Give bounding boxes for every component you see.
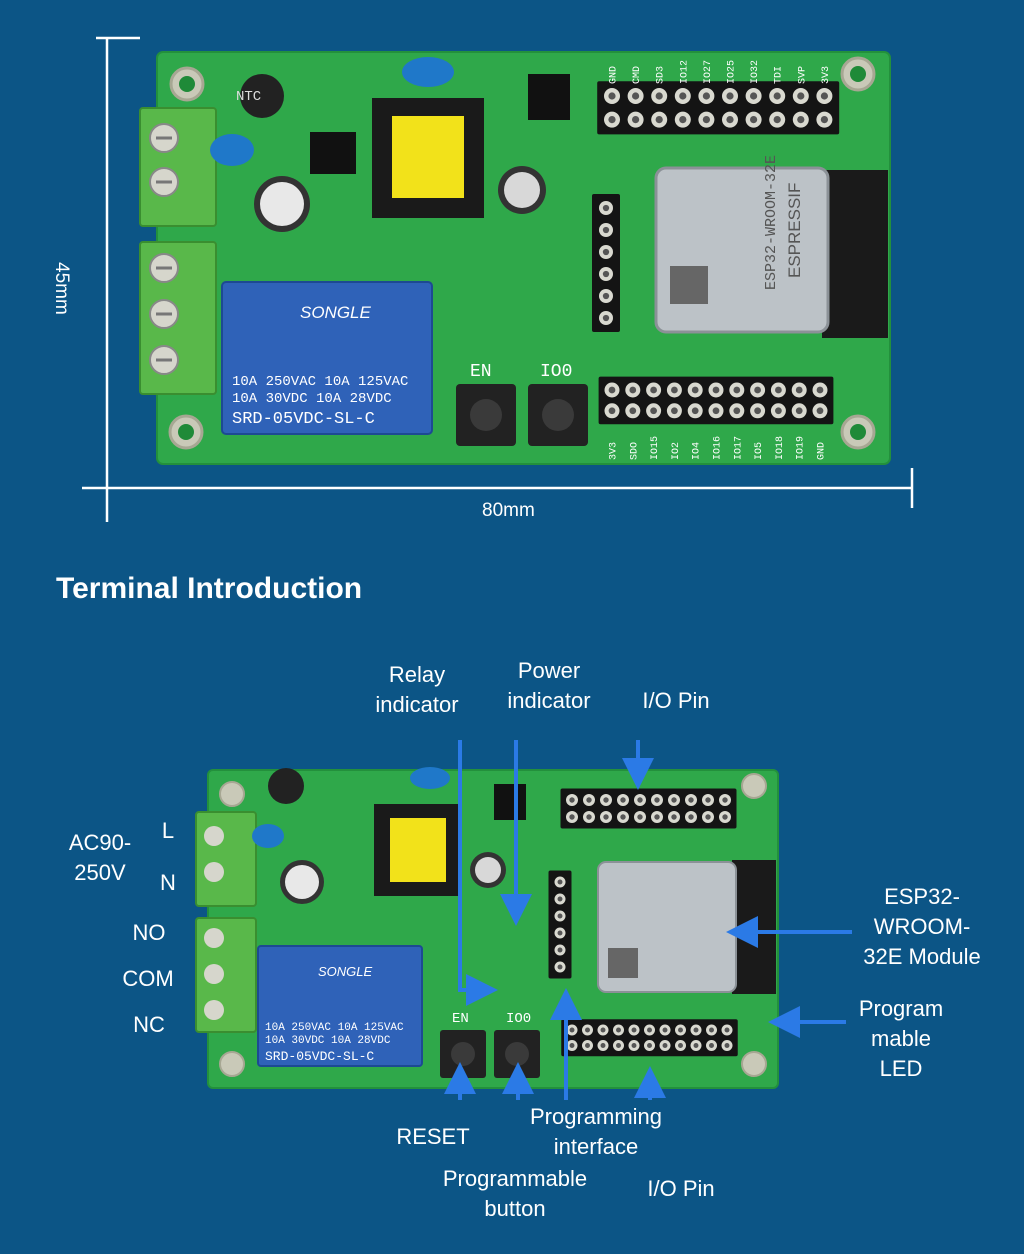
arrow-relay-indicator [458, 740, 498, 1006]
relay-spec-2: 10A 30VDC 10A 28VDC [232, 391, 392, 407]
relay-brand-text-bottom: SONGLE [318, 964, 373, 979]
header-bottom-pins: 3V3 SDO IO15 IO2 IO4 IO16 IO17 IO5 IO18 IO19 GND [598, 376, 834, 460]
relay-model: SRD-05VDC-SL-C [232, 410, 375, 429]
top-pin-sd3: SD3 [656, 66, 667, 84]
dimension-diagram: NTC SONGLE 10A 250VAC 10A 125VAC 10A 30V… [82, 36, 914, 522]
bottom-pin-io2: IO2 [671, 442, 682, 460]
header-top-pins: GND CMD SD3 IO12 IO27 IO25 IO32 TDI SVP 3V3 [597, 60, 840, 135]
top-pin-tdi: TDI [774, 66, 785, 84]
top-pin-cmd: CMD [632, 66, 643, 84]
relay-brand-text: SONGLE [300, 303, 372, 322]
btn-io0-label: IO0 [540, 362, 572, 382]
label-io-pin-top: I/O Pin [642, 688, 710, 713]
label-no: NO [132, 920, 166, 945]
relay-model-bottom: SRD-05VDC-SL-C [265, 1049, 374, 1064]
label-com: COM [122, 966, 174, 991]
section-title: Terminal Introduction [56, 572, 363, 605]
label-relay-indicator: Relay indicator [375, 662, 459, 717]
header-program-pins [592, 194, 620, 332]
bottom-pin-io16: IO16 [713, 436, 724, 460]
module-brand-text: ESPRESSIF [785, 183, 804, 278]
annotated-board: SONGLE 10A 250VAC 10A 125VAC 10A 30VDC 1… [195, 740, 852, 1100]
ntc-label: NTC [236, 89, 261, 105]
label-io-pin-bottom: I/O Pin [647, 1176, 715, 1201]
btn-en-label-bottom: EN [452, 1011, 469, 1027]
label-n: N [160, 870, 176, 895]
top-pin-io32: IO32 [750, 60, 761, 84]
label-ac-input: AC90- 250V [68, 830, 132, 885]
height-dimension-label: 45mm [51, 262, 72, 315]
label-nc: NC [133, 1012, 165, 1037]
top-pin-gnd: GND [609, 66, 620, 84]
relay-spec-1: 10A 250VAC 10A 125VAC [232, 374, 408, 390]
btn-en-label: EN [470, 362, 492, 382]
top-pin-io12: IO12 [679, 60, 690, 84]
buttons-top: EN IO0 [456, 362, 588, 446]
pcb-board-bottom: SONGLE 10A 250VAC 10A 125VAC 10A 30VDC 1… [195, 767, 779, 1089]
bottom-pin-3v3: 3V3 [609, 442, 620, 460]
top-pin-io27: IO27 [703, 60, 714, 84]
relay-top: SONGLE 10A 250VAC 10A 125VAC 10A 30VDC 1… [221, 281, 433, 435]
label-power-indicator: Power indicator [507, 658, 591, 713]
width-dimension-label: 80mm [482, 500, 535, 521]
module-model-text: ESP32-WROOM-32E [763, 155, 780, 290]
label-l: L [161, 818, 175, 843]
callout-arrows [444, 740, 852, 1100]
label-programmable-led: Program mable LED [858, 996, 944, 1081]
btn-io0-label-bottom: IO0 [506, 1011, 531, 1027]
top-pin-3v3: 3V3 [821, 66, 832, 84]
relay-spec-1-bottom: 10A 250VAC 10A 125VAC [265, 1022, 404, 1034]
bottom-pin-io5: IO5 [754, 442, 765, 460]
label-programmable-button: Programmable button [442, 1166, 588, 1221]
bottom-pin-io15: IO15 [650, 436, 661, 460]
esp32-module-top: ESP32-WROOM-32E ESPRESSIF [654, 155, 888, 338]
bottom-pin-sdo: SDO [629, 442, 640, 460]
relay-spec-2-bottom: 10A 30VDC 10A 28VDC [265, 1035, 391, 1047]
bottom-pin-io17: IO17 [733, 436, 744, 460]
bottom-pin-io19: IO19 [796, 436, 807, 460]
label-reset: RESET [396, 1124, 470, 1149]
terminal-block-power [139, 107, 217, 227]
top-pin-io25: IO25 [727, 60, 738, 84]
transformer [372, 98, 484, 218]
terminal-block-relay [139, 241, 217, 395]
top-pin-svp: SVP [797, 66, 808, 84]
label-programming-interface: Programming interface [529, 1104, 663, 1159]
dimension-lines [82, 36, 914, 522]
bottom-pin-io4: IO4 [692, 442, 703, 460]
pcb-board-top: NTC SONGLE 10A 250VAC 10A 125VAC 10A 30V… [139, 51, 891, 465]
label-esp32-module: ESP32- WROOM- 32E Module [863, 884, 981, 969]
bottom-pin-gnd: GND [817, 442, 828, 460]
bottom-pin-io18: IO18 [775, 436, 786, 460]
